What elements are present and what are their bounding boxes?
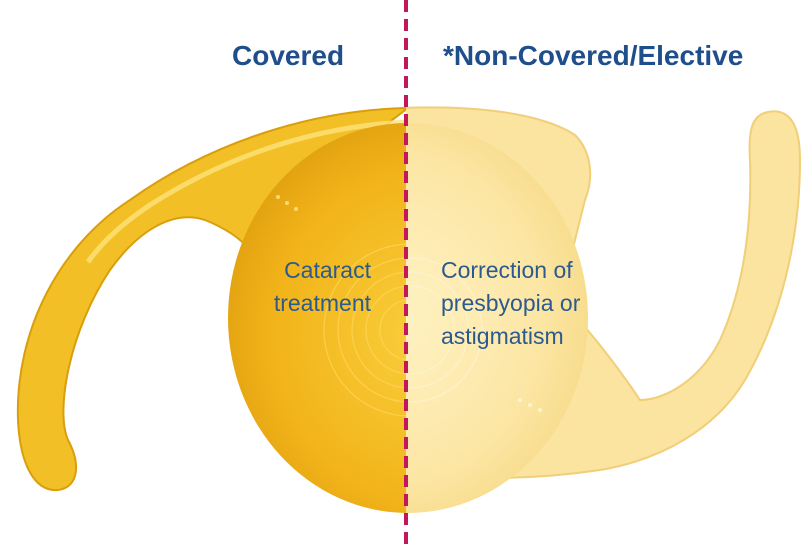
elective-description: Correction of presbyopia or astigmatism bbox=[441, 254, 580, 353]
covered-description: Cataract treatment bbox=[274, 254, 371, 320]
elective-description-line: presbyopia or bbox=[441, 287, 580, 320]
elective-description-line: astigmatism bbox=[441, 320, 580, 353]
covered-description-line: Cataract bbox=[274, 254, 371, 287]
non-covered-heading: *Non-Covered/Elective bbox=[443, 40, 743, 72]
covered-heading: Covered bbox=[232, 40, 344, 72]
elective-description-line: Correction of bbox=[441, 254, 580, 287]
covered-description-line: treatment bbox=[274, 287, 371, 320]
